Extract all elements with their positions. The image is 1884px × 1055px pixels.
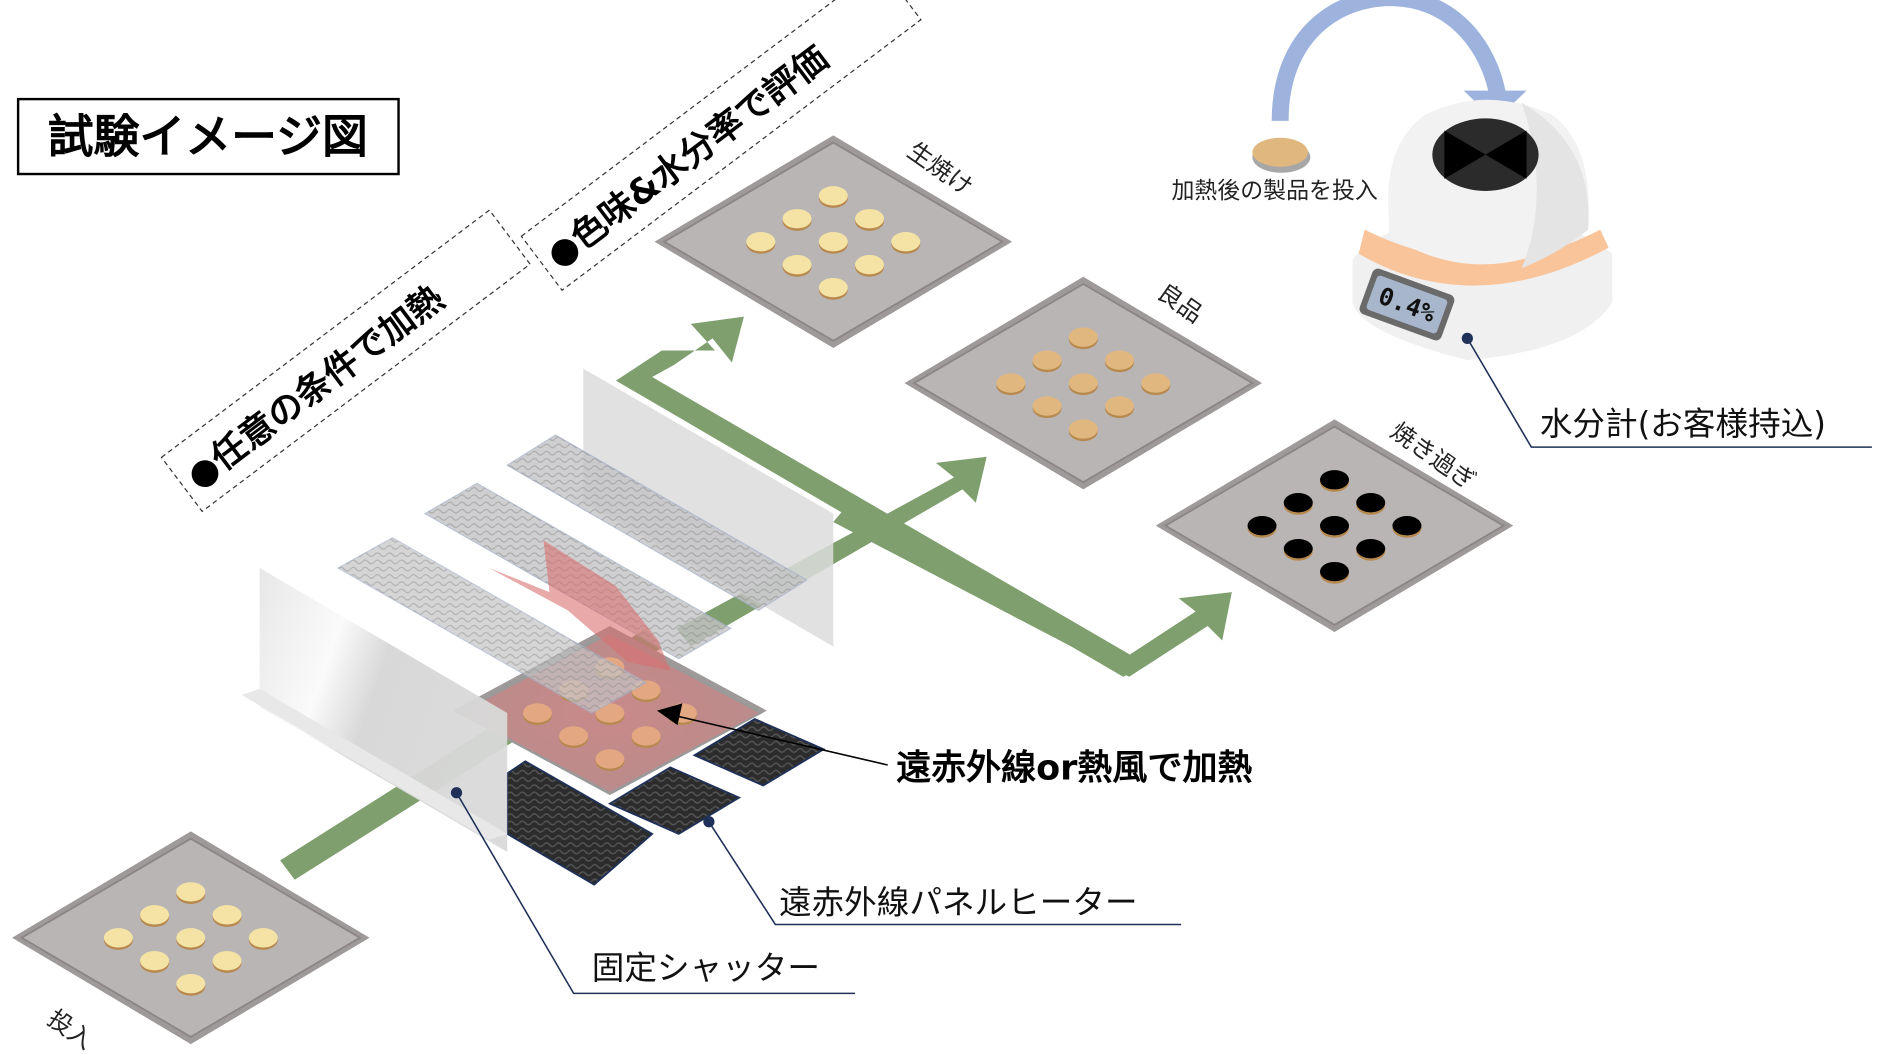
heater-panel-top-front (336, 537, 648, 714)
cookie-icon (782, 254, 812, 275)
tray-underbaked: 生焼け (654, 135, 1013, 349)
cookie-icon (1068, 373, 1098, 393)
cookie-icon (595, 703, 625, 723)
tray-input: 投入 (12, 831, 370, 1055)
cookie-icon (1356, 493, 1386, 513)
cookie-icon (1283, 538, 1313, 559)
tray-overbaked: 焼き過ぎ (1155, 417, 1514, 633)
cookie-icon (631, 726, 661, 746)
callout-heat-condition-text: ●任意の条件で加熱 (179, 278, 452, 498)
meter-lid-icon (1432, 118, 1539, 191)
cookie-icon (1392, 516, 1422, 536)
shutter-base (241, 688, 508, 840)
cookie-icon (1320, 561, 1349, 582)
cookie-icon (176, 882, 206, 902)
heating-label: 遠赤外線or熱風で加熱 (896, 747, 1252, 788)
tray-input-label: 投入 (42, 1004, 98, 1055)
insert-note: 加熱後の製品を投入 (1171, 178, 1377, 204)
cookie-icon (1032, 350, 1062, 370)
cookie-icon (1105, 396, 1135, 416)
cookie-icon (522, 703, 552, 723)
title-text: 試験イメージ図 (48, 109, 368, 163)
cookie-icon (996, 373, 1026, 393)
cookie-icon (818, 277, 848, 298)
cookie-icon (891, 232, 921, 252)
cookie-icon (248, 928, 278, 948)
tray-good-label: 良品 (1152, 278, 1208, 329)
heating-callout: 遠赤外線or熱風で加熱 (656, 703, 1252, 788)
cookie-icon (818, 232, 848, 252)
cookie-icon (1141, 373, 1171, 393)
cookie-icon (176, 928, 206, 948)
cookie-icon (103, 928, 133, 948)
cookie-icon (140, 905, 170, 925)
meter-label: 水分計(お客様持込) (1540, 405, 1826, 443)
cookie-icon (1068, 327, 1098, 347)
shutter-callout (450, 787, 856, 995)
cookie-icon (855, 209, 885, 229)
cookie-icon (1105, 350, 1135, 370)
shutter-front (259, 567, 508, 852)
cookie-icon (818, 186, 848, 206)
cookie-icon (1068, 419, 1098, 439)
callout-heat-condition: ●任意の条件で加熱 (160, 209, 531, 513)
cookie-icon (1032, 396, 1062, 416)
heater-label: 遠赤外線パネルヒーター (779, 884, 1138, 922)
heat-arrow (489, 540, 671, 671)
heater-callout (703, 816, 1182, 926)
cookie-icon (746, 232, 776, 252)
moisture-meter: 0.4% (1352, 99, 1613, 361)
title-box: 試験イメージ図 (16, 97, 400, 176)
cookie-icon (855, 254, 885, 275)
cookie-icon (176, 974, 206, 994)
flow-arrow-overbaked (833, 507, 1232, 677)
cookie-icon (212, 905, 242, 925)
shutter-label: 固定シャッター (592, 949, 820, 987)
sample-cookie-icon (1252, 137, 1311, 173)
tray-good: 良品 (904, 276, 1263, 490)
cookie-icon (1320, 516, 1349, 536)
cookie-icon (559, 726, 589, 746)
meter-callout (1461, 332, 1872, 448)
cookie-icon (140, 951, 170, 971)
cookie-icon (212, 951, 242, 971)
cookie-icon (1283, 493, 1313, 513)
cookie-icon (1320, 470, 1349, 490)
cookie-icon (1356, 538, 1386, 559)
cookie-icon (782, 209, 812, 229)
meter-display: 0.4% (1359, 268, 1455, 341)
cookie-icon (1247, 516, 1277, 536)
cookie-icon (595, 749, 625, 769)
